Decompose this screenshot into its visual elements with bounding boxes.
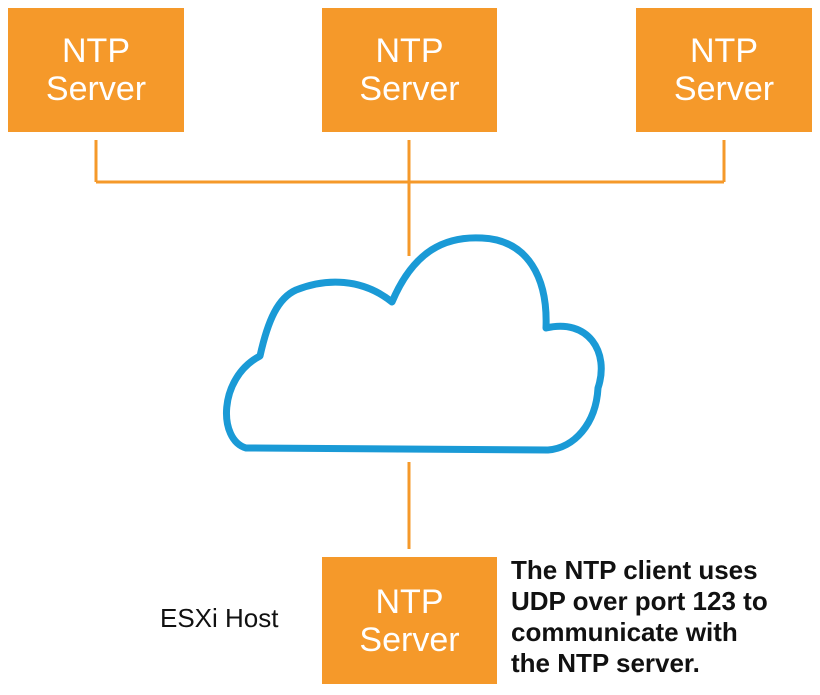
ntp-server-1-line2: Server (45, 70, 147, 108)
ntp-server-box-2: NTP Server (322, 8, 497, 132)
ntp-server-3-line1: NTP (690, 32, 758, 70)
ntp-server-2-line2: Server (359, 70, 460, 108)
ntp-server-box-3: NTP Server (636, 8, 812, 132)
caption-line-4: the NTP server. (511, 648, 700, 678)
cloud-icon (223, 234, 605, 454)
caption-line-2: UDP over port 123 to (511, 586, 768, 616)
caption-text: The NTP client uses UDP over port 123 to… (511, 555, 816, 679)
host-box-line2: Server (359, 620, 460, 659)
ntp-server-2-line1: NTP (375, 32, 444, 70)
host-box-line1: NTP (375, 582, 444, 621)
esxi-host-label: ESXi Host (160, 603, 279, 633)
ntp-server-box-1: NTP Server (8, 8, 184, 132)
caption-line-1: The NTP client uses (511, 555, 758, 585)
ntp-server-3-line2: Server (673, 70, 775, 108)
ntp-server-1-line1: NTP (62, 32, 130, 70)
caption-line-3: communicate with (511, 617, 738, 647)
host-ntp-box: NTP Server (322, 557, 497, 684)
